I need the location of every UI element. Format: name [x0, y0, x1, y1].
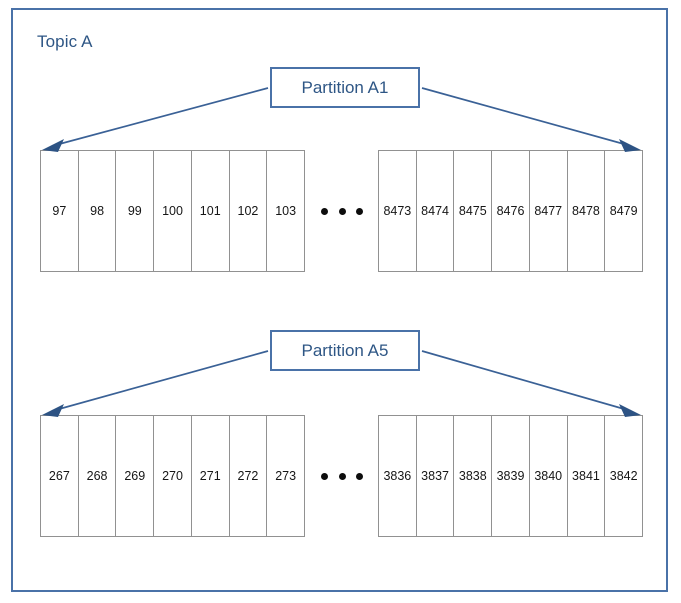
- segment-cell: 3838: [454, 416, 493, 536]
- segment-cell: 267: [41, 416, 79, 536]
- segment-strip-a5-right: 3836 3837 3838 3839 3840 3841 3842: [378, 415, 643, 537]
- ellipsis-dot: [356, 472, 363, 480]
- ellipsis-dot: [321, 207, 328, 215]
- ellipsis-dot: [338, 472, 346, 480]
- segment-cell: 268: [78, 416, 117, 536]
- segment-cell: 99: [116, 151, 155, 271]
- partition-label-a5[interactable]: Partition A5: [270, 330, 420, 371]
- segment-cell: 3841: [567, 416, 606, 536]
- ellipsis-dot: [338, 207, 346, 215]
- segment-cell: 100: [154, 151, 192, 271]
- segment-cell: 8473: [379, 151, 417, 271]
- partition-label-a1[interactable]: Partition A1: [270, 67, 420, 108]
- ellipsis-dot: [356, 207, 363, 215]
- ellipsis-dot: [321, 472, 328, 480]
- segment-cell: 103: [267, 151, 305, 271]
- segment-strip-a1-left: 97 98 99 100 101 102 103: [40, 150, 305, 272]
- segment-strip-a1-right: 8473 8474 8475 8476 8477 8478 8479: [378, 150, 643, 272]
- segment-cell: 102: [229, 151, 268, 271]
- segment-cell: 8474: [416, 151, 455, 271]
- segment-cell: 270: [154, 416, 192, 536]
- topic-title: Topic A: [37, 32, 93, 51]
- ellipsis-a1: [321, 206, 363, 216]
- segment-cell: 98: [78, 151, 117, 271]
- segment-cell: 3837: [416, 416, 455, 536]
- segment-cell: 8479: [605, 151, 643, 271]
- segment-cell: 8476: [492, 151, 530, 271]
- segment-cell: 101: [191, 151, 230, 271]
- segment-cell: 269: [116, 416, 155, 536]
- segment-strip-a5-left: 267 268 269 270 271 272 273: [40, 415, 305, 537]
- segment-cell: 97: [41, 151, 79, 271]
- segment-cell: 271: [191, 416, 230, 536]
- segment-cell: 8477: [529, 151, 568, 271]
- ellipsis-a5: [321, 471, 363, 481]
- segment-cell: 8478: [567, 151, 606, 271]
- segment-cell: 3842: [605, 416, 643, 536]
- segment-cell: 3836: [379, 416, 417, 536]
- segment-cell: 3839: [492, 416, 530, 536]
- segment-cell: 273: [267, 416, 305, 536]
- segment-cell: 3840: [529, 416, 568, 536]
- segment-cell: 272: [229, 416, 268, 536]
- segment-cell: 8475: [454, 151, 493, 271]
